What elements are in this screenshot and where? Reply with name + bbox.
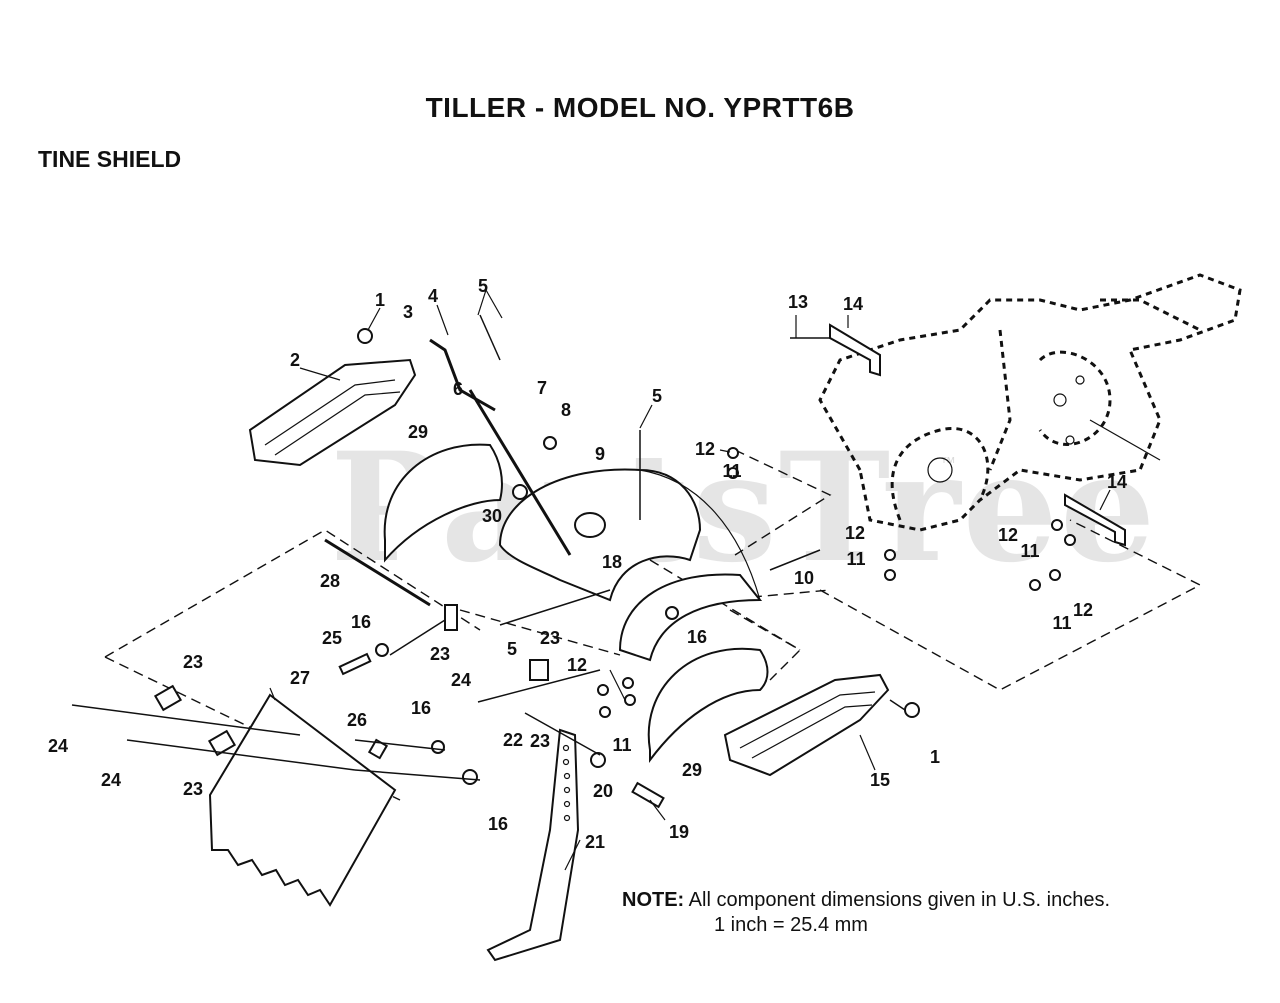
callout-24: 24 <box>101 770 121 790</box>
callout-11: 11 <box>722 461 741 481</box>
part-27-tine-flap <box>208 693 397 907</box>
callout-5: 5 <box>507 639 517 659</box>
note-block: NOTE: All component dimensions given in … <box>622 888 1110 936</box>
callout-12: 12 <box>567 655 587 675</box>
part-28-rod <box>324 538 431 607</box>
callout-23: 23 <box>183 779 203 799</box>
callout-18: 18 <box>602 552 622 572</box>
callout-8: 8 <box>561 400 571 420</box>
callout-23: 23 <box>540 628 560 648</box>
callout-24: 24 <box>451 670 471 690</box>
callout-12: 12 <box>845 523 865 543</box>
callout-7: 7 <box>537 378 547 398</box>
part-14-bracket-right <box>1064 493 1126 547</box>
callout-3: 3 <box>403 302 413 322</box>
callout-12: 12 <box>998 525 1018 545</box>
callout-12: 12 <box>695 439 715 459</box>
callout-16: 16 <box>488 814 508 834</box>
tiller-frame-outline <box>818 273 1242 532</box>
callout-16: 16 <box>411 698 431 718</box>
part-29-side-shield-right <box>647 647 769 763</box>
note-label: NOTE: <box>622 889 685 911</box>
callout-28: 28 <box>320 571 340 591</box>
part-3-lift-link <box>429 338 496 412</box>
callout-26: 26 <box>347 710 367 730</box>
callout-2: 2 <box>290 350 300 370</box>
callout-20: 20 <box>593 781 613 801</box>
callout-1: 1 <box>930 747 940 767</box>
callout-6: 6 <box>453 379 463 399</box>
part-6-rod <box>468 389 572 556</box>
note-line-1: All component dimensions given in U.S. i… <box>688 889 1110 911</box>
callout-12: 12 <box>1073 600 1093 620</box>
callout-24: 24 <box>48 736 68 756</box>
callout-23: 23 <box>183 652 203 672</box>
callout-21: 21 <box>585 832 605 852</box>
callout-9: 9 <box>595 444 605 464</box>
callout-14: 14 <box>1107 472 1127 492</box>
part-14-bracket-top <box>829 323 881 377</box>
callout-27: 27 <box>290 668 310 688</box>
callout-30: 30 <box>482 506 502 526</box>
callout-5: 5 <box>478 276 488 296</box>
callout-16: 16 <box>687 627 707 647</box>
callout-29: 29 <box>408 422 428 442</box>
callout-11: 11 <box>612 735 631 755</box>
leader-lines <box>269 289 1111 871</box>
callout-15: 15 <box>870 770 890 790</box>
part-29-side-shield-left <box>383 443 503 563</box>
callout-14: 14 <box>843 294 863 314</box>
callout-1: 1 <box>375 290 385 310</box>
fasteners <box>71 314 1076 809</box>
callout-11: 11 <box>846 549 865 569</box>
callout-11: 11 <box>1052 613 1071 633</box>
callout-5: 5 <box>652 386 662 406</box>
section-title: TINE SHIELD <box>38 146 182 172</box>
callout-23: 23 <box>430 644 450 664</box>
callout-16: 16 <box>351 612 371 632</box>
callout-23: 23 <box>530 731 550 751</box>
callout-13: 13 <box>788 292 808 312</box>
callout-25: 25 <box>322 628 342 648</box>
part-21-depth-bar <box>486 728 580 962</box>
callout-22: 22 <box>503 730 523 750</box>
part-2-shield-extension <box>248 358 417 467</box>
callout-11: 11 <box>1020 541 1039 561</box>
callout-10: 10 <box>794 568 814 588</box>
callout-19: 19 <box>669 822 689 842</box>
callout-29: 29 <box>682 760 702 780</box>
callout-4: 4 <box>428 286 438 306</box>
part-15-shield-extension <box>723 673 890 777</box>
diagram-title: TILLER - MODEL NO. YPRTT6B <box>425 92 855 123</box>
note-line-2: 1 inch = 25.4 mm <box>714 914 868 936</box>
